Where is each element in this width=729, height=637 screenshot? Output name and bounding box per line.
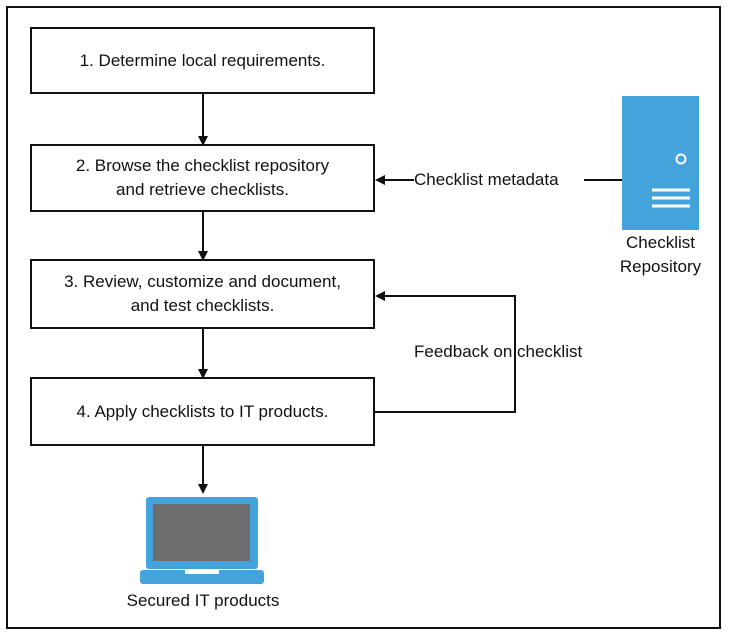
server-icon	[622, 96, 699, 230]
feedback-loop-arrow	[375, 291, 516, 413]
repository-label: Checklist Repository	[619, 233, 702, 276]
secured-products-label: Secured IT products	[126, 591, 280, 610]
laptop-icon	[140, 497, 264, 584]
step-4-box: 4. Apply checklists to IT products.	[30, 377, 375, 446]
step-2-box: 2. Browse the checklist repository and r…	[30, 144, 375, 212]
feedback-label: Feedback on checklist	[414, 342, 583, 361]
diagram-frame	[6, 6, 721, 629]
step-3-box: 3. Review, customize and document, and t…	[30, 259, 375, 329]
step-1-box: 1. Determine local requirements.	[30, 27, 375, 94]
metadata-label: Checklist metadata	[414, 170, 559, 189]
